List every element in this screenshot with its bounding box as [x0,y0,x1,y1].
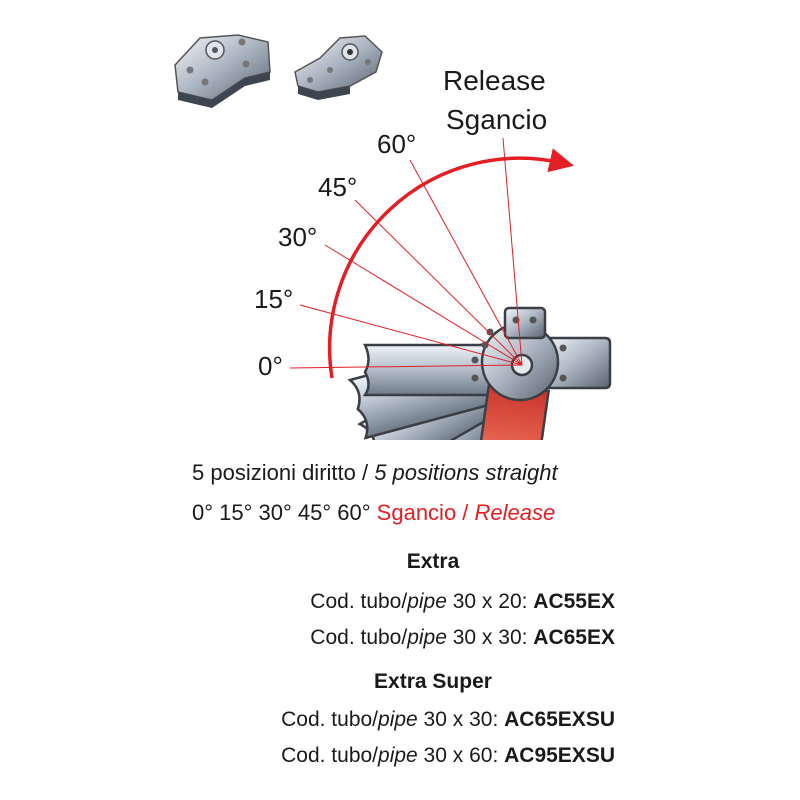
angle-label-15: 15° [254,284,293,314]
leader-45 [354,199,523,366]
leader-30 [324,244,523,366]
pipe-release [467,381,551,440]
release-en: Release [474,500,556,525]
angle-label-60: 60° [377,129,416,159]
angle-leader-lines [289,137,523,369]
release-it: Sgancio / [376,500,475,525]
angle-label-45: 45° [318,172,357,202]
positions-caption: 5 posizioni diritto / 5 positions straig… [192,460,558,486]
angles-list: 0° 15° 30° 45° 60° [192,500,377,525]
hinge-photo-flat-icon [174,34,271,108]
hinge-angle-diagram: 0° 15° 30° 45° 60° Release Sgancio [174,34,612,440]
angles-caption: 0° 15° 30° 45° 60° Sgancio / Release [192,500,555,526]
code-row: Cod. tubo/pipe 30 x 30: AC65EX [310,626,615,649]
hinge-body [471,306,612,402]
leader-15 [299,304,523,366]
group-heading-extra-super: Extra Super [374,670,492,693]
release-label-en: Release [443,65,546,96]
release-label-it: Sgancio [446,104,547,135]
leader-0 [289,364,523,369]
product-code: AC65EX [533,626,615,649]
positions-it: 5 posizioni diritto / [192,460,375,485]
angle-label-30: 30° [278,222,317,252]
code-row: Cod. tubo/pipe 30 x 60: AC95EXSU [281,744,615,767]
code-row: Cod. tubo/pipe 30 x 30: AC65EXSU [281,708,615,731]
leader-release [502,137,523,366]
rotation-arc-arrow [327,148,574,379]
leader-60 [409,159,523,366]
product-code: AC55EX [533,590,615,613]
product-code: AC95EXSU [504,744,615,767]
code-row: Cod. tubo/pipe 30 x 20: AC55EX [310,590,615,613]
hinge-photo-angled-icon [294,35,383,100]
angle-label-0: 0° [258,351,283,381]
product-code: AC65EXSU [504,708,615,731]
positions-en: 5 positions straight [374,460,558,485]
group-heading-extra: Extra [406,550,460,573]
